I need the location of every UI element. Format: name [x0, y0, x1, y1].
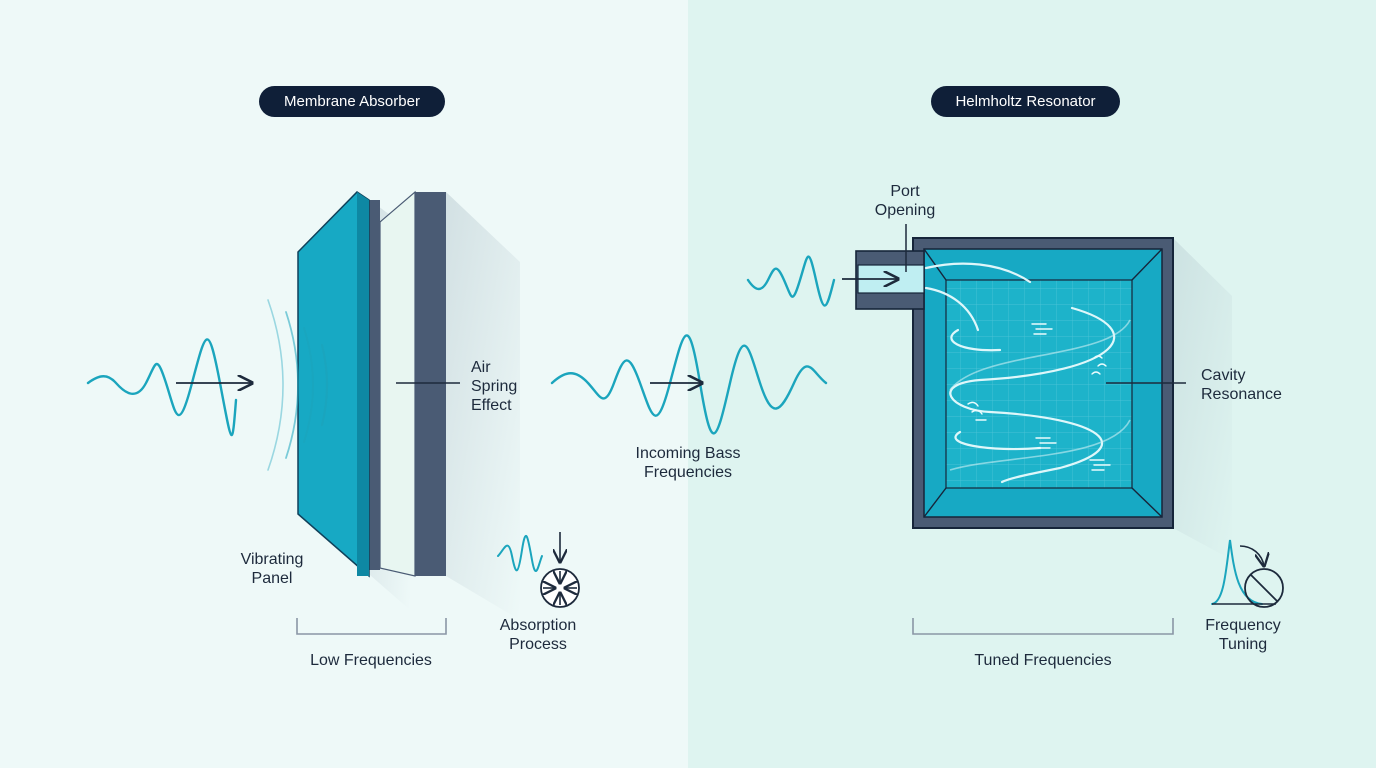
membrane-absorber-title: Membrane Absorber — [259, 86, 445, 117]
tuned-frequencies-label: Tuned Frequencies — [974, 652, 1112, 669]
tuned-frequencies-bracket — [912, 618, 1174, 635]
absorption-compress-icon — [540, 568, 580, 608]
vibration-arcs — [267, 299, 329, 471]
vibrating-panel-label: Vibrating Panel — [240, 551, 304, 587]
cavity-airflow — [924, 262, 1116, 484]
bevel-lines — [923, 248, 1163, 518]
cavity-grid — [945, 279, 1133, 489]
absorption-process-label: Absorption Process — [499, 617, 577, 653]
cavity-airflow-faint — [949, 319, 1131, 471]
absorption-wave — [497, 534, 543, 573]
tuning-arrow — [1239, 545, 1264, 566]
swirl-icons — [967, 323, 1111, 471]
air-spring-label: Air Spring Effect — [471, 359, 518, 414]
panel-face-edge — [357, 192, 369, 576]
frequency-tuning-label: Frequency Tuning — [1205, 617, 1281, 653]
incoming-bass-label: Incoming Bass Frequencies — [635, 445, 741, 481]
port-incoming-wave — [746, 255, 836, 307]
resonator-shadow — [1173, 238, 1232, 560]
membrane-shadow — [446, 192, 520, 620]
back-wall — [415, 192, 446, 576]
center-bass-wave — [550, 334, 828, 435]
port-opening-label: Port Opening — [874, 183, 936, 219]
panel-edge — [369, 200, 380, 570]
helmholtz-resonator-title: Helmholtz Resonator — [931, 86, 1120, 117]
low-frequencies-label: Low Frequencies — [310, 652, 432, 669]
low-frequencies-bracket — [296, 618, 447, 635]
membrane-incoming-wave — [86, 338, 238, 437]
air-gap — [379, 190, 416, 577]
cavity-resonance-label: Cavity Resonance — [1201, 367, 1282, 403]
no-sign-icon — [1244, 568, 1284, 608]
